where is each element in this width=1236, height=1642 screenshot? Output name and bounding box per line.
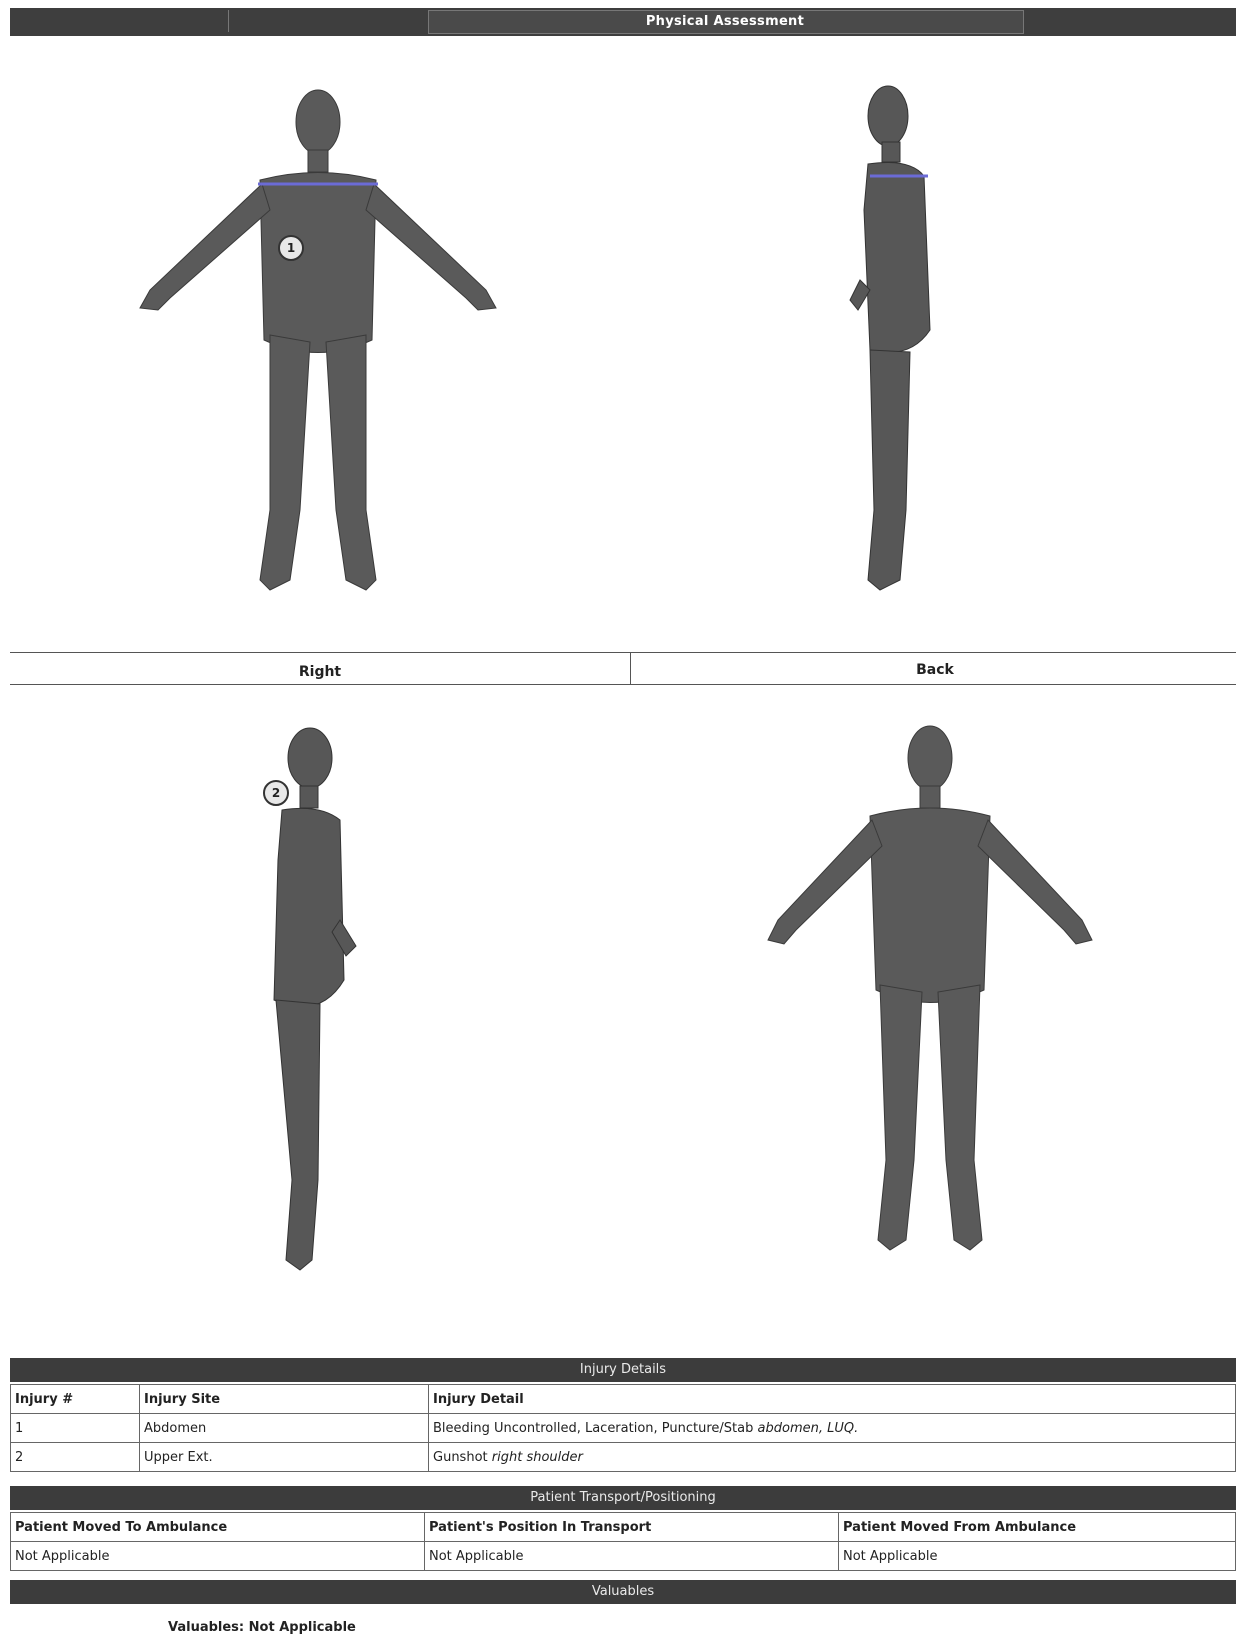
col-position-in-transport: Patient's Position In Transport: [425, 1513, 839, 1542]
cell-injury-site: Upper Ext.: [140, 1443, 429, 1472]
label-row-top-line: [10, 652, 1236, 653]
cell-injury-number: 1: [11, 1414, 140, 1443]
cell-moved-from-ambulance: Not Applicable: [839, 1542, 1236, 1571]
injury-detail-text: Bleeding Uncontrolled, Laceration, Punct…: [433, 1421, 753, 1436]
header-bar: Physical Assessment: [10, 8, 1236, 36]
valuables-line: Valuables: Not Applicable: [168, 1620, 356, 1635]
injury-detail-text: Gunshot: [433, 1450, 488, 1465]
injury-marker-2[interactable]: 2: [263, 780, 289, 806]
injury-marker-1-number: 1: [287, 241, 295, 255]
body-figure-side-right: [840, 80, 960, 610]
col-moved-from-ambulance: Patient Moved From Ambulance: [839, 1513, 1236, 1542]
injury-detail-location: right shoulder: [492, 1450, 583, 1465]
body-figure-front: [110, 80, 530, 620]
transport-header: Patient Transport/Positioning: [10, 1486, 1236, 1510]
table-header-row: Injury # Injury Site Injury Detail: [11, 1385, 1236, 1414]
body-figure-side-left: [260, 720, 390, 1310]
col-moved-to-ambulance: Patient Moved To Ambulance: [11, 1513, 425, 1542]
view-label-right: Right: [220, 664, 420, 680]
col-injury-site: Injury Site: [140, 1385, 429, 1414]
label-row-separator: [630, 652, 631, 684]
cell-injury-detail: Bleeding Uncontrolled, Laceration, Punct…: [429, 1414, 1236, 1443]
table-header-row: Patient Moved To Ambulance Patient's Pos…: [11, 1513, 1236, 1542]
body-figure-back: [750, 720, 1110, 1280]
injury-details-table: Injury # Injury Site Injury Detail 1 Abd…: [10, 1384, 1236, 1472]
header-tab-left: [228, 10, 259, 32]
table-row: 2 Upper Ext. Gunshot right shoulder: [11, 1443, 1236, 1472]
transport-table: Patient Moved To Ambulance Patient's Pos…: [10, 1512, 1236, 1571]
cell-moved-to-ambulance: Not Applicable: [11, 1542, 425, 1571]
injury-detail-location: abdomen, LUQ.: [758, 1421, 859, 1436]
table-row: 1 Abdomen Bleeding Uncontrolled, Lacerat…: [11, 1414, 1236, 1443]
col-injury-number: Injury #: [11, 1385, 140, 1414]
injury-marker-2-number: 2: [272, 786, 280, 800]
table-row: Not Applicable Not Applicable Not Applic…: [11, 1542, 1236, 1571]
label-row-bottom-line: [10, 684, 1236, 685]
injury-marker-1[interactable]: 1: [278, 235, 304, 261]
injury-details-header: Injury Details: [10, 1358, 1236, 1382]
cell-injury-detail: Gunshot right shoulder: [429, 1443, 1236, 1472]
valuables-value: Not Applicable: [249, 1620, 356, 1635]
page-title: Physical Assessment: [428, 14, 1022, 29]
valuables-label: Valuables:: [168, 1620, 244, 1635]
valuables-header: Valuables: [10, 1580, 1236, 1604]
col-injury-detail: Injury Detail: [429, 1385, 1236, 1414]
cell-injury-site: Abdomen: [140, 1414, 429, 1443]
view-label-back: Back: [835, 662, 1035, 678]
cell-injury-number: 2: [11, 1443, 140, 1472]
cell-position-in-transport: Not Applicable: [425, 1542, 839, 1571]
